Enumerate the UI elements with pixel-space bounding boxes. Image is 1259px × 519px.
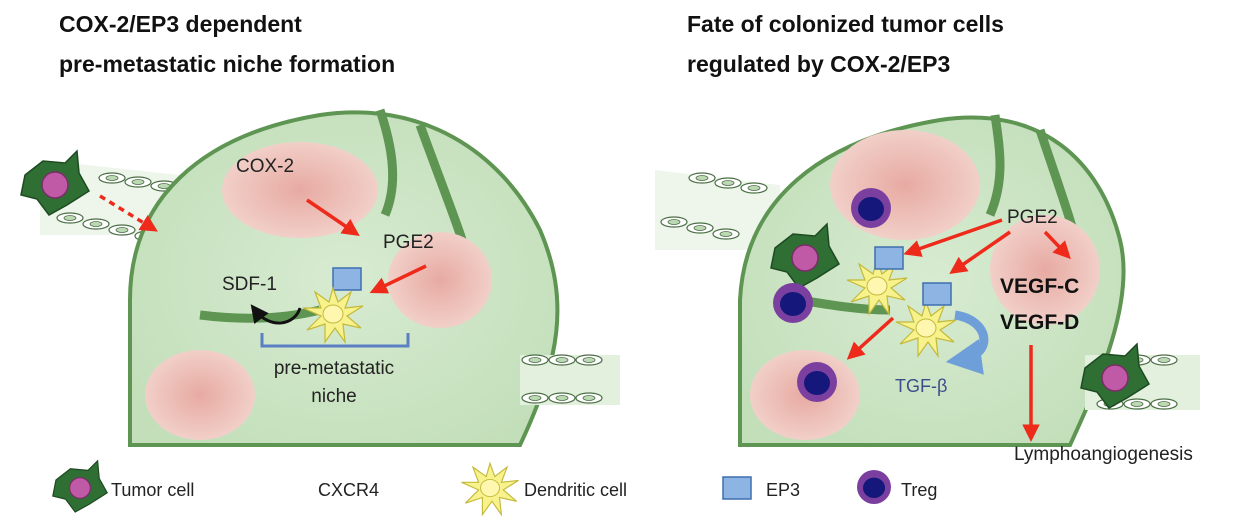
right-title-line1: Fate of colonized tumor cells	[687, 11, 1004, 37]
legend-label-tumor-cell: Tumor cell	[111, 480, 194, 500]
efferent-vessel	[520, 354, 620, 405]
pge2-to-ep3-arrow	[949, 230, 1011, 274]
tissue-patch	[830, 130, 980, 240]
tissue-patch	[222, 142, 378, 238]
treg-icon	[857, 470, 891, 504]
niche-label-line2: niche	[311, 386, 356, 407]
legend-label-cxcr4: CXCR4	[318, 480, 379, 500]
vegf-d-label: VEGF-D	[1000, 311, 1079, 334]
pge2-to-ep3-arrow	[369, 264, 427, 294]
treg-cell	[773, 283, 813, 323]
ep3-receptor	[332, 267, 362, 291]
legend-label-ep3: EP3	[766, 480, 800, 500]
lymphoangiogenesis-label: Lymphoangiogenesis	[1014, 444, 1193, 465]
ep3-icon	[722, 476, 752, 500]
treg-cell	[797, 362, 837, 402]
dendritic-cell-icon	[460, 462, 520, 516]
dc-to-treg-arrow	[846, 316, 895, 360]
right-title-line2: regulated by COX-2/EP3	[687, 51, 950, 77]
vegf-c-label: VEGF-C	[1000, 275, 1079, 298]
afferent-vessel	[655, 170, 780, 250]
ep3-receptor	[922, 282, 952, 306]
cox2-to-pge2-arrow	[306, 198, 360, 236]
tumor-cell-icon	[52, 460, 108, 513]
sdf1-label: SDF-1	[222, 274, 277, 295]
pge2-label: PGE2	[1007, 207, 1058, 228]
pge2-label: PGE2	[383, 232, 434, 253]
legend-label-dendritic-cell: Dendritic cell	[524, 480, 627, 500]
tissue-patch	[388, 232, 492, 328]
left-title-line1: COX-2/EP3 dependent	[59, 11, 302, 37]
sdf1-arrow	[250, 304, 302, 325]
tissue-patch	[145, 350, 255, 440]
ep3-receptor	[874, 246, 904, 270]
cxcr4-icon	[281, 476, 314, 506]
niche-label-line1: pre-metastatic	[274, 358, 394, 379]
pge2-to-ep3-arrow	[903, 218, 1003, 257]
cox2-label: COX-2	[236, 156, 294, 177]
tissue-patch	[990, 215, 1100, 325]
legend: Tumor cell CXCR4 Dendritic cell EP3 Treg	[52, 460, 937, 516]
treg-cell	[851, 188, 891, 228]
left-panel: COX-2/EP3 dependent pre-metastatic niche…	[17, 11, 620, 447]
left-title-line2: pre-metastatic niche formation	[59, 51, 395, 77]
niche-bracket	[260, 333, 410, 348]
right-panel: Fate of colonized tumor cells regulated …	[655, 11, 1200, 465]
tgf-beta-arrow	[945, 310, 989, 375]
legend-label-treg: Treg	[901, 480, 937, 500]
tgf-beta-label: TGF-β	[895, 376, 947, 396]
pge2-to-vegf-arrow	[1043, 230, 1071, 260]
